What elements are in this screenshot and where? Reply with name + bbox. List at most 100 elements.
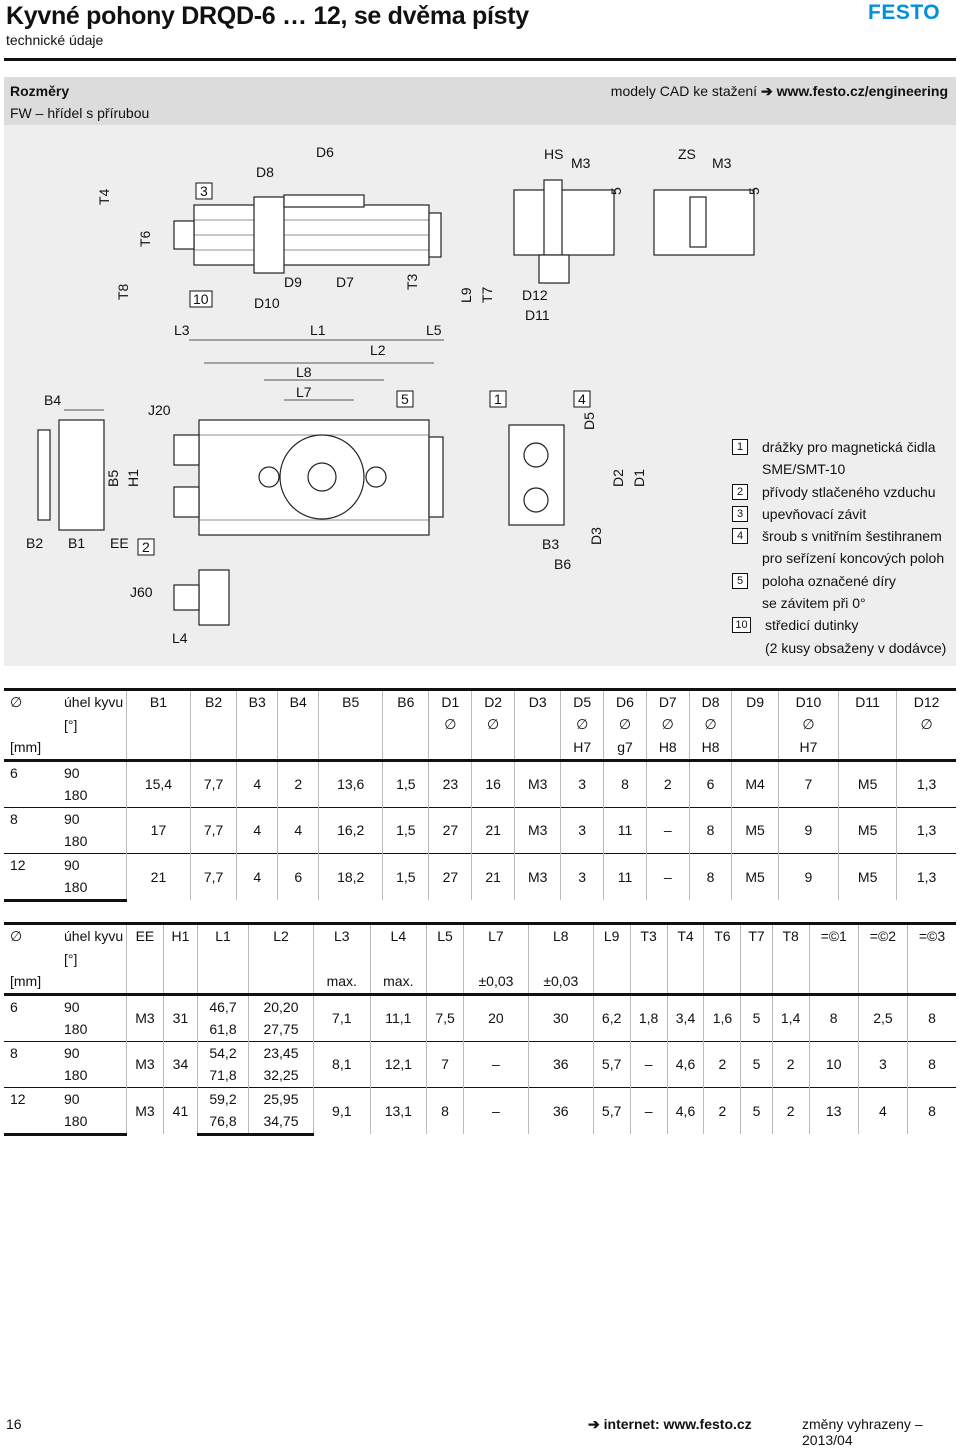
cad-download: modely CAD ke stažení ➔ www.festo.cz/eng… [611,83,948,100]
cad-link[interactable]: www.festo.cz/engineering [776,83,948,99]
legend-item: 3 upevňovací závit [732,503,946,525]
table-cell: 1,5 [382,806,429,853]
table-cell: 54,2 [197,1040,249,1064]
legend-text: středicí dutinky [765,617,859,634]
table-cell: 8 [688,852,732,900]
table-cell: 180 [60,1110,127,1136]
svg-text:T6: T6 [137,230,153,247]
table-cell: 27 [428,852,472,900]
table-cell: 8,1 [313,1040,371,1087]
table-cell: D11 [838,688,897,714]
table-cell: 3 [560,852,604,900]
table-cell: B5 [318,688,383,714]
table-cell: =©2 [857,922,908,948]
table-cell: 1,8 [629,994,668,1041]
table-cell [4,1018,60,1041]
legend-item: 2 přívody stlačeného vzduchu [732,481,946,503]
table-cell: D2 [471,688,515,714]
table-cell: 7,1 [313,994,371,1041]
table-cell: 16,2 [318,806,383,853]
svg-text:L7: L7 [296,384,312,400]
table-cell: T6 [703,922,741,948]
table-cell: ∅ [428,713,472,736]
table-row: [°] [4,947,956,970]
drawing-svg: D6 D8 3 T4 T6 T8 10 D10 D9 D7 T3 L9 T7 D… [26,144,762,646]
table-cell: 4 [277,806,319,853]
table-cell: L9 [592,922,631,948]
svg-text:10: 10 [193,291,209,307]
table-cell: 4,6 [666,1040,704,1087]
svg-text:D11: D11 [525,307,550,323]
table-cell [4,1110,60,1136]
table-cell: 23,45 [247,1040,314,1064]
table-cell: – [463,1040,529,1087]
svg-text:L4: L4 [172,630,188,646]
legend-num: 1 [732,439,748,455]
table-cell: 13,1 [369,1086,427,1134]
table-cell: ∅ [777,713,839,736]
table-cell: L1 [197,922,249,948]
table-cell: 21 [126,852,191,900]
table-cell: M5 [731,852,779,900]
table-row: 180 [4,830,956,853]
table-cell: ±0,03 [463,970,529,996]
table-cell: 11,1 [369,994,427,1041]
svg-text:H1: H1 [125,469,141,487]
table-cell: 59,2 [197,1086,249,1110]
table-cell [189,713,237,736]
table-cell: M3 [514,806,561,853]
table-cell [907,947,956,970]
svg-text:D3: D3 [588,527,604,545]
table-cell [463,947,529,970]
table-cell [60,736,127,762]
table-cell: M5 [731,806,779,853]
svg-text:5: 5 [608,187,624,195]
table-cell: 16 [471,760,515,807]
table-cell [247,970,314,996]
legend-text-2: pro seřízení koncových poloh [762,550,945,567]
svg-text:1: 1 [494,391,502,407]
table-cell: L3 [313,922,371,948]
table-cell [629,947,668,970]
svg-text:T8: T8 [115,283,131,300]
arrow-right-icon: ➔ [760,83,773,99]
table-cell: 11 [603,852,647,900]
footer-internet[interactable]: ➔ internet: www.festo.cz [588,1416,752,1433]
table-cell [126,947,164,970]
table-cell [838,713,897,736]
page-title: Kyvné pohony DRQD-6 … 12, se dvěma písty [6,2,529,30]
table-cell: 2 [645,760,690,807]
table-cell: 36 [527,1086,594,1134]
table-cell: 180 [64,833,88,850]
table-cell [4,1064,60,1087]
svg-text:B5: B5 [105,470,121,487]
table-cell [382,736,429,762]
svg-text:L1: L1 [310,322,326,338]
table-cell: M5 [838,760,897,807]
table-cell [277,713,319,736]
section-title: Rozměry [10,83,70,99]
table-cell: 12,1 [369,1040,427,1087]
table-cell: ∅ [4,922,60,948]
table-cell: 9 [777,806,839,853]
table-cell [428,736,472,762]
table-cell: 6 [10,764,18,781]
table-cell [162,970,198,996]
svg-text:EE: EE [110,535,129,551]
svg-text:B6: B6 [554,556,571,572]
table-cell: ∅ [4,688,60,714]
table-cell [740,947,773,970]
legend-item: 10 středicí dutinky(2 kusy obsaženy v do… [732,614,946,659]
arrow-right-icon: ➔ [588,1416,600,1432]
table-cell [896,736,956,762]
table-cell: 2 [771,1040,810,1087]
technical-drawing: D6 D8 3 T4 T6 T8 10 D10 D9 D7 T3 L9 T7 D… [4,125,956,666]
table-cell [426,970,464,996]
